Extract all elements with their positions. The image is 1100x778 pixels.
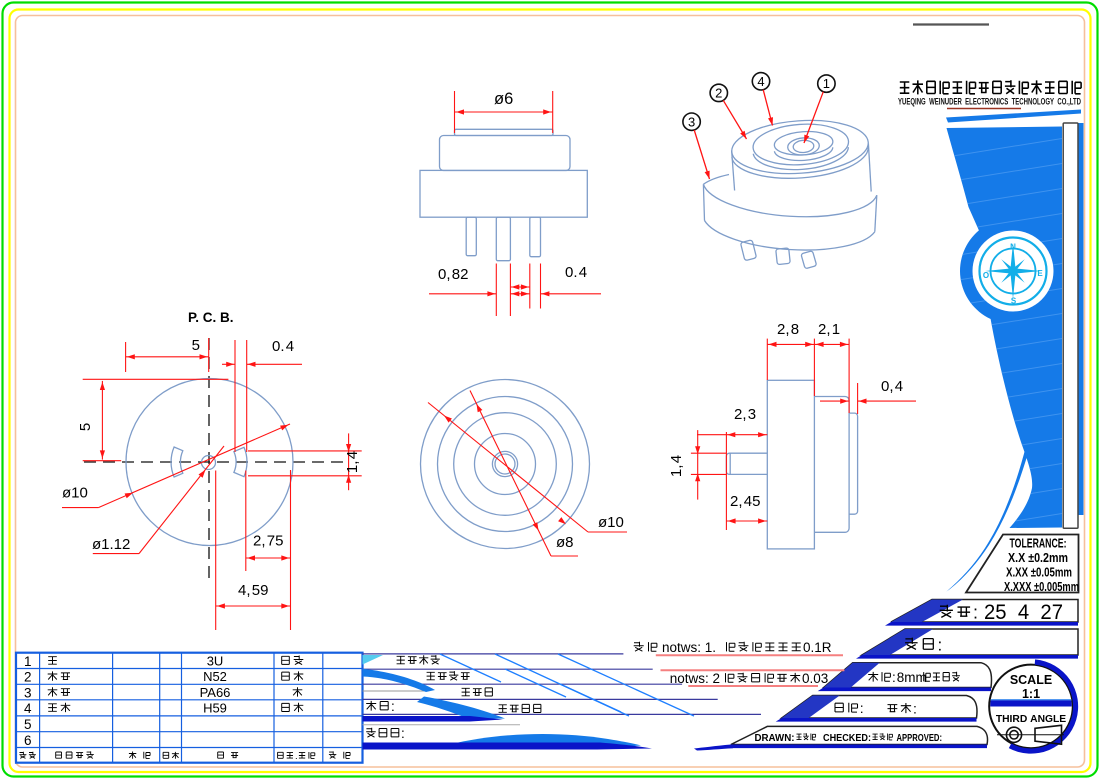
svg-text::: :: [938, 636, 943, 655]
svg-text:8mm: 8mm: [897, 670, 927, 685]
svg-text:E: E: [1037, 269, 1043, 278]
svg-text:THIRD ANGLE: THIRD ANGLE: [996, 714, 1066, 725]
svg-text::: :: [892, 670, 896, 685]
svg-text:TOLERANCE:: TOLERANCE:: [1010, 536, 1067, 551]
svg-text:X.XXX ±0.005mm: X.XXX ±0.005mm: [1004, 579, 1079, 594]
svg-text:2, 75: 2, 75: [253, 533, 283, 550]
svg-text:notws: 2: notws: 2: [670, 671, 720, 686]
svg-text:5: 5: [24, 717, 32, 732]
svg-text::: :: [913, 701, 917, 717]
svg-text:DRAWN:: DRAWN:: [755, 732, 795, 744]
svg-text:H59: H59: [203, 701, 227, 716]
svg-text:PA66: PA66: [200, 685, 231, 700]
svg-text:ø1.12: ø1.12: [92, 536, 130, 553]
svg-text:1:1: 1:1: [1022, 687, 1040, 701]
svg-text:0, 82: 0, 82: [438, 266, 468, 283]
svg-text:3U: 3U: [207, 653, 224, 668]
svg-text:6: 6: [24, 733, 32, 748]
svg-text:0.1R: 0.1R: [803, 640, 832, 655]
svg-text:P. C. B.: P. C. B.: [188, 310, 234, 325]
svg-text:4, 59: 4, 59: [238, 582, 268, 599]
svg-text:0. 4: 0. 4: [565, 264, 587, 281]
svg-text:ø10: ø10: [598, 514, 624, 531]
svg-text:1, 4: 1, 4: [344, 451, 361, 473]
svg-text:ø6: ø6: [494, 90, 513, 108]
svg-text::: :: [973, 603, 978, 623]
svg-text:N: N: [1010, 243, 1016, 252]
svg-text::: :: [860, 700, 864, 716]
svg-text:2: 2: [24, 670, 32, 685]
svg-text:2: 2: [715, 86, 722, 101]
svg-text:N52: N52: [203, 669, 227, 684]
svg-text:3: 3: [688, 114, 695, 129]
svg-text:notws: 1.: notws: 1.: [662, 640, 716, 655]
svg-text:0, 4: 0, 4: [881, 378, 903, 395]
svg-text:0. 4: 0. 4: [272, 338, 294, 355]
svg-text:2, 8: 2, 8: [777, 321, 799, 338]
svg-text:2, 3: 2, 3: [734, 406, 756, 423]
svg-text:25 4 27: 25 4 27: [984, 601, 1063, 624]
svg-text:0.03: 0.03: [802, 671, 828, 686]
svg-text:SCALE: SCALE: [1010, 673, 1052, 687]
svg-text:1: 1: [823, 76, 830, 91]
svg-text::: :: [391, 699, 395, 714]
svg-text:1, 4: 1, 4: [668, 455, 685, 477]
svg-text:ø10: ø10: [62, 485, 88, 502]
svg-text:4: 4: [757, 74, 764, 89]
svg-text:5: 5: [192, 337, 200, 354]
svg-text:ø8: ø8: [556, 534, 574, 551]
svg-text:5: 5: [77, 423, 94, 431]
svg-text:X.X ±0.2mm: X.X ±0.2mm: [1008, 550, 1068, 565]
svg-text:3: 3: [24, 686, 32, 701]
svg-text:1: 1: [24, 654, 32, 669]
svg-text:X.XX ±0.05mm: X.XX ±0.05mm: [1006, 565, 1072, 580]
svg-text:CHECKED:: CHECKED:: [823, 732, 871, 744]
svg-text:4: 4: [24, 701, 32, 716]
svg-text::: :: [401, 726, 405, 741]
svg-text:YUEQING WEINUDER ELECTRONICS: YUEQING WEINUDER ELECTRONICS TECHNOLOGY …: [898, 97, 1081, 107]
svg-text:O: O: [983, 271, 989, 280]
svg-text:.: .: [295, 751, 298, 762]
svg-text:S: S: [1011, 297, 1017, 306]
svg-text:APPROVED:: APPROVED:: [897, 732, 943, 744]
svg-text:2, 1: 2, 1: [818, 321, 840, 338]
svg-text:2, 45: 2, 45: [730, 493, 760, 510]
